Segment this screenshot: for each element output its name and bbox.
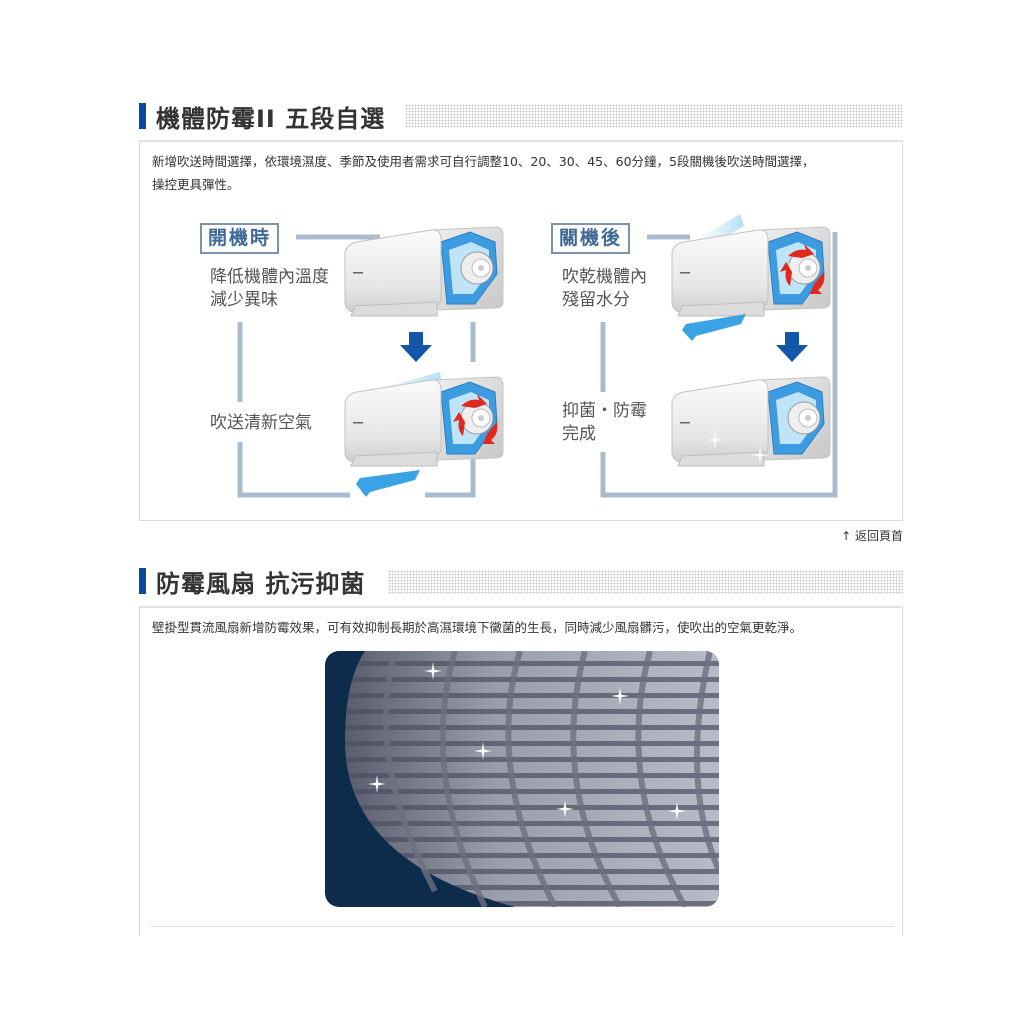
flow-lines-on <box>237 234 476 498</box>
arrow-up-icon: ↑ <box>841 529 852 543</box>
section-title-fan: 防霉風扇 抗污抑菌 <box>139 566 366 598</box>
ac-unit-icon <box>671 376 831 467</box>
label-line: 吹乾機體內 <box>562 267 647 287</box>
off-step1-label: 吹乾機體內 殘留水分 <box>562 266 647 312</box>
section-title-text: 防霉風扇 抗污抑菌 <box>156 569 366 598</box>
power-off-tag: 關機後 <box>551 223 631 254</box>
ac-unit-icon <box>344 376 504 467</box>
off-step2-label: 抑菌・防霉 完成 <box>562 400 647 446</box>
description-line: 新增吹送時間選擇，依環境濕度、季節及使用者需求可自行調整10、20、30、45、… <box>152 154 815 169</box>
label-line: 完成 <box>562 424 596 444</box>
back-to-top-label: 返回頁首 <box>854 529 903 543</box>
power-on-tag: 開機時 <box>200 223 280 254</box>
back-to-top-link[interactable]: ↑ 返回頁首 <box>841 527 903 544</box>
label-line: 抑菌・防霉 <box>562 401 647 421</box>
flow-lines-off <box>600 232 838 498</box>
on-step2-label: 吹送清新空氣 <box>210 413 312 433</box>
ac-unit-icon <box>671 226 831 317</box>
section1-description: 新增吹送時間選擇，依環境濕度、季節及使用者需求可自行調整10、20、30、45、… <box>152 150 814 196</box>
label-line: 減少異味 <box>210 290 278 310</box>
ac-unit-icon <box>344 226 504 317</box>
description-line: 操控更具彈性。 <box>152 177 240 192</box>
section1-content-box <box>139 140 903 521</box>
airflow-arrow-icon <box>356 470 420 497</box>
label-line: 降低機體內溫度 <box>210 267 329 287</box>
down-arrow-icon <box>776 332 808 362</box>
bottom-dotted-divider <box>150 926 893 927</box>
fan-image <box>325 651 719 907</box>
title-dotted-divider <box>405 104 903 128</box>
airflow-arrow-icon <box>682 314 746 341</box>
section2-content-box <box>139 606 903 936</box>
section-title-text: 機體防霉II 五段自選 <box>156 104 386 133</box>
section2-description: 壁掛型貫流風扇新增防霉效果，可有效抑制長期於高濕環境下黴菌的生長，同時減少風扇髒… <box>152 620 803 635</box>
down-arrow-icon <box>400 332 432 362</box>
title-accent-bar <box>139 103 146 129</box>
label-line: 殘留水分 <box>562 290 630 310</box>
title-accent-bar <box>139 568 146 594</box>
on-step1-label: 降低機體內溫度 減少異味 <box>210 266 329 312</box>
title-dotted-divider <box>388 570 903 594</box>
section-title-antimold: 機體防霉II 五段自選 <box>139 101 386 133</box>
